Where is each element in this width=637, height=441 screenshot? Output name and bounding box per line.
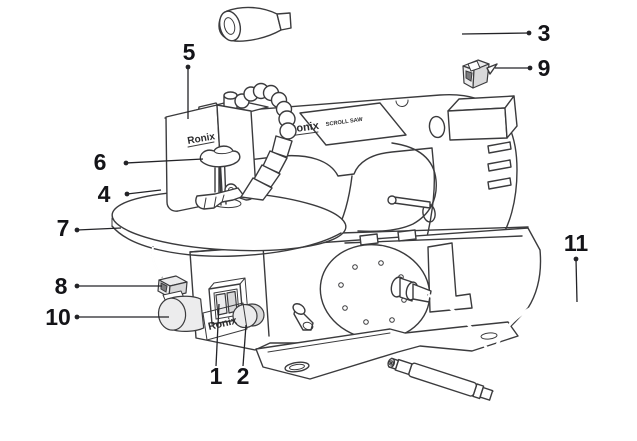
callout-label-2: 2: [237, 363, 250, 389]
speed-knob: [232, 303, 265, 329]
callout-label-11: 11: [564, 230, 589, 256]
lamp-lens: [223, 17, 236, 35]
tilt-lock-lever: [292, 303, 314, 331]
callout-label-1: 1: [210, 363, 223, 389]
base-foot: [255, 321, 519, 380]
callout-label-8: 8: [55, 273, 68, 299]
front-knob: [157, 295, 205, 332]
upper-arm: Ronix SCROLL SAW: [247, 93, 518, 268]
vent-slots: [487, 141, 512, 190]
callouts: 1 2 3 4 5 6 7 8 9 10 11: [45, 20, 588, 389]
motor-end-cap: [319, 243, 431, 341]
flexible-shaft: [387, 293, 618, 401]
dust-blower-hose: [234, 82, 297, 201]
callout-label-4: 4: [98, 181, 111, 207]
lamp-mount-box: [447, 95, 518, 141]
callout-label-10: 10: [45, 304, 71, 330]
callout-label-6: 6: [94, 149, 107, 175]
work-light-gooseneck: [218, 5, 498, 109]
shaft-coupler: [390, 276, 432, 303]
blower-nozzle: [240, 177, 273, 201]
support-bracket: [427, 242, 473, 313]
callout-label-5: 5: [183, 39, 196, 65]
light-clamp: [462, 59, 498, 89]
callout-label-3: 3: [538, 20, 551, 46]
callout-label-9: 9: [538, 55, 551, 81]
under-table-parts: [151, 246, 205, 332]
blade-holder-rod: [393, 196, 431, 209]
shaft-handpiece: [387, 357, 494, 401]
arm-model-text: SCROLL SAW: [325, 117, 363, 128]
callout-label-7: 7: [57, 215, 70, 241]
lower-housing: Ronix: [189, 175, 542, 380]
